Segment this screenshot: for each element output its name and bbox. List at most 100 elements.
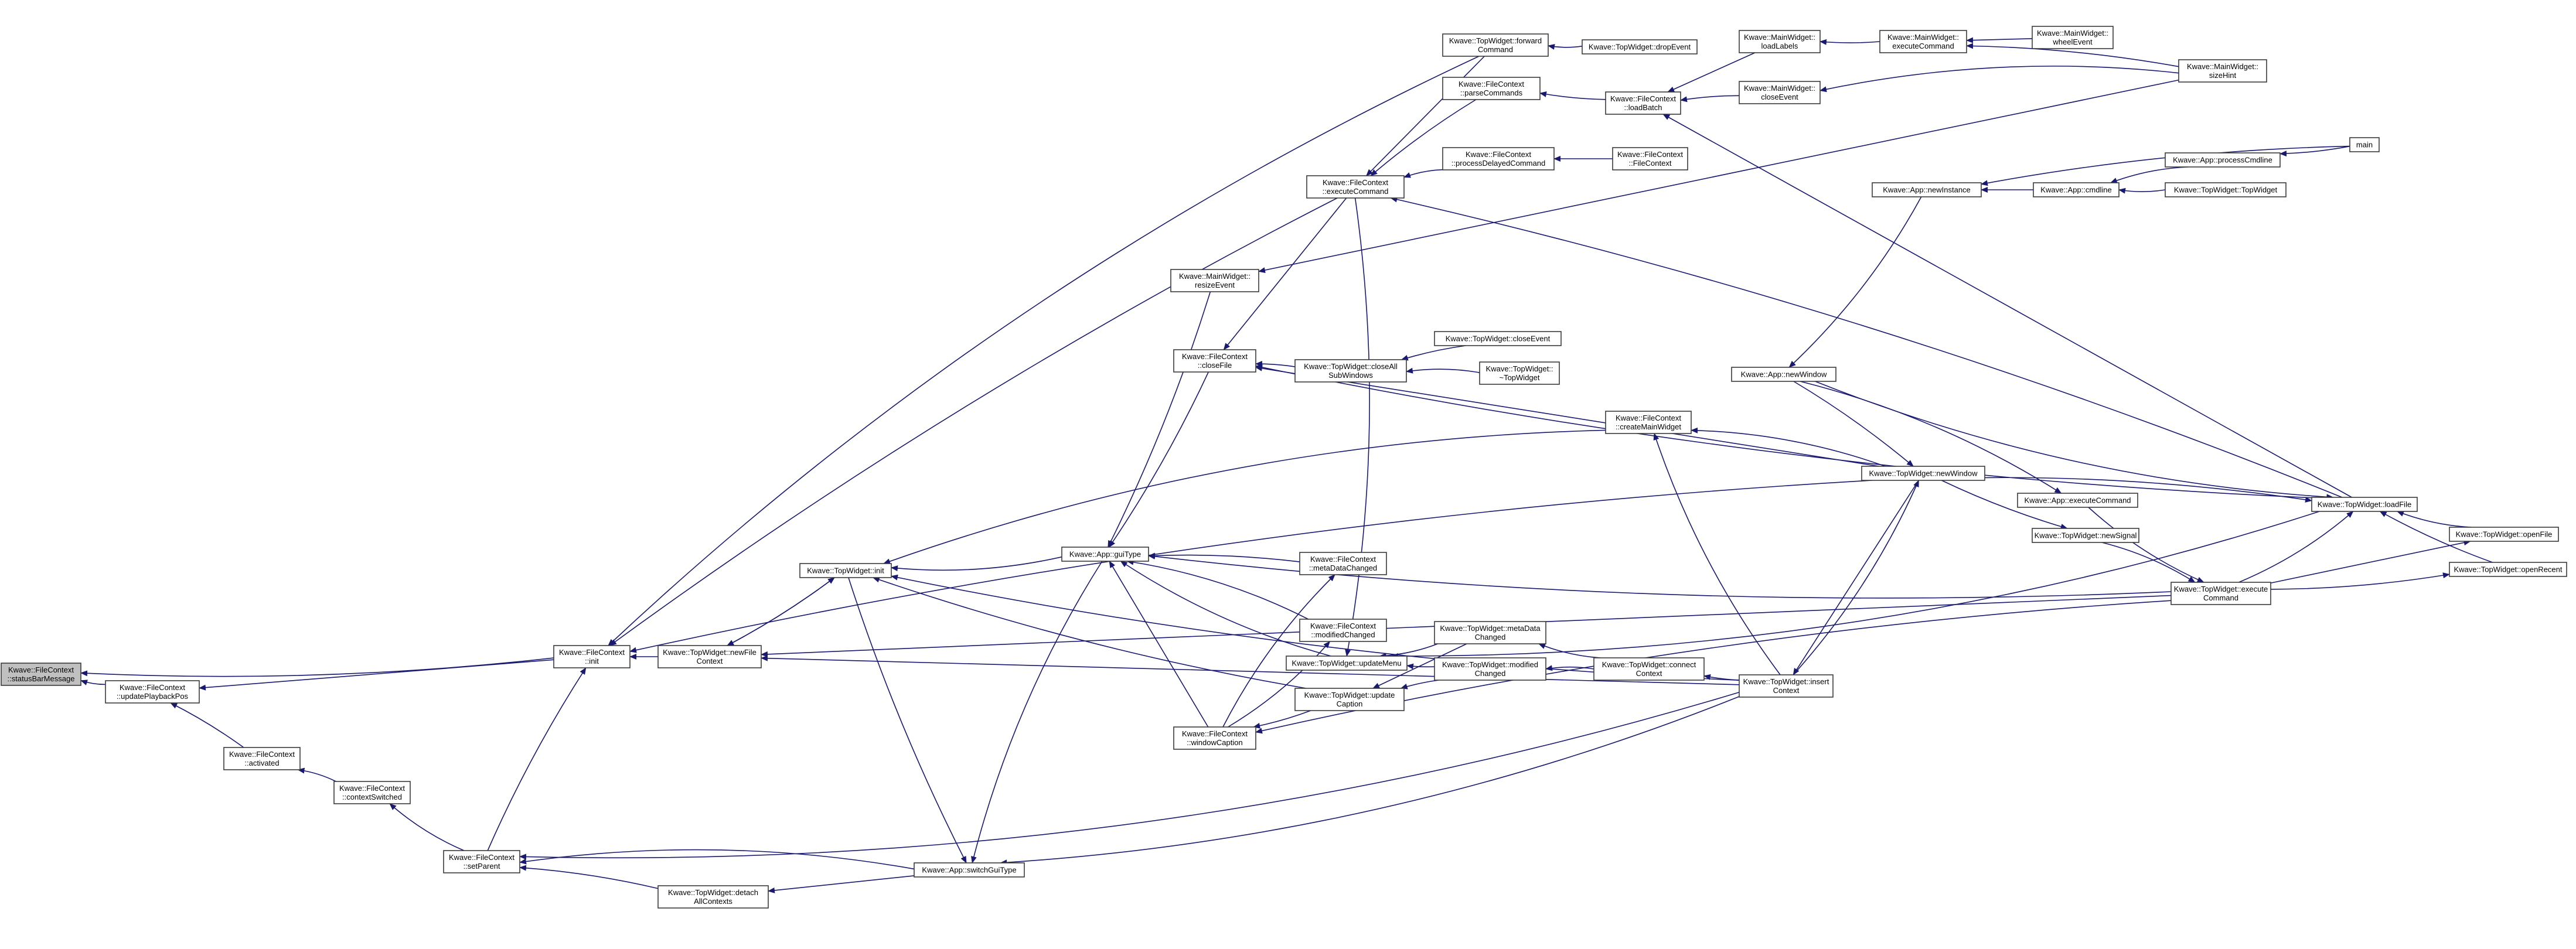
node-label-line: ::statusBarMessage — [8, 674, 75, 683]
node-label-line: Kwave::TopWidget::newWindow — [1869, 469, 1978, 478]
node-app_executeCommand[interactable]: Kwave::App::executeCommand — [2017, 493, 2138, 508]
node-mw_loadLabels[interactable]: Kwave::MainWidget::loadLabels — [1739, 30, 1821, 53]
node-tw_openFile[interactable]: Kwave::TopWidget::openFile — [2449, 527, 2559, 542]
node-fc_processDelayed[interactable]: Kwave::FileContext::processDelayedComman… — [1442, 147, 1555, 170]
node-fc_contextSwitched[interactable]: Kwave::FileContext::contextSwitched — [333, 781, 411, 804]
node-fc_metaDataChanged[interactable]: Kwave::FileContext::metaDataChanged — [1299, 552, 1387, 575]
edge-fc_windowCaption-to-fc_metaDataChanged — [1222, 574, 1335, 728]
node-tw_closeEvent[interactable]: Kwave::TopWidget::closeEvent — [1434, 331, 1562, 346]
node-label-line: Kwave::TopWidget::connect — [1602, 660, 1696, 669]
node-mw_closeEvent[interactable]: Kwave::MainWidget::closeEvent — [1739, 81, 1821, 104]
edge-mw_sizeHint-to-mw_resizeEvent — [1258, 79, 2179, 274]
edge-app_executeCommand-to-tw_executeCommand — [2088, 507, 2204, 583]
node-label-line: wheelEvent — [2052, 37, 2093, 46]
node-updatePlaybackPos[interactable]: Kwave::FileContext::updatePlaybackPos — [105, 680, 200, 704]
node-tw_openRecent[interactable]: Kwave::TopWidget::openRecent — [2449, 562, 2567, 577]
node-label-line: ::processDelayedCommand — [1451, 159, 1545, 168]
edge-tw_loadFile-to-fc_loadBatch — [1662, 114, 2352, 498]
node-box — [2449, 562, 2567, 577]
edge-mw_loadLabels-to-fc_loadBatch — [1667, 52, 1756, 93]
node-label-line: Kwave::FileContext — [229, 750, 295, 759]
edge-tw_newWindow-to-fc_createMainWidget — [1691, 427, 1886, 467]
node-mw_resizeEvent[interactable]: Kwave::MainWidget::resizeEvent — [1170, 269, 1259, 292]
node-label-line: Kwave::MainWidget:: — [1179, 272, 1250, 281]
node-label-line: Kwave::TopWidget::dropEvent — [1589, 43, 1691, 52]
node-fc_closeFile[interactable]: Kwave::FileContext::closeFile — [1173, 349, 1256, 373]
node-mw_wheelEvent[interactable]: Kwave::MainWidget::wheelEvent — [2032, 26, 2114, 49]
node-box — [1861, 466, 1985, 481]
node-fc_executeCommand[interactable]: Kwave::FileContext::executeCommand — [1306, 175, 1405, 199]
node-tw_modifiedChanged[interactable]: Kwave::TopWidget::modifiedChanged — [1434, 657, 1546, 681]
node-label-line: Kwave::FileContext — [1616, 414, 1681, 422]
node-label-line: Context — [697, 657, 723, 665]
edge-tw_openRecent-to-tw_loadFile — [2379, 511, 2493, 563]
node-fc_setParent[interactable]: Kwave::FileContext::setParent — [443, 850, 520, 873]
node-fc_createMainWidget[interactable]: Kwave::FileContext::createMainWidget — [1605, 411, 1692, 434]
edge-tw_metaDataChanged-to-tw_updateCaption — [1372, 643, 1467, 689]
node-app_guiType[interactable]: Kwave::App::guiType — [1061, 547, 1149, 562]
node-app_newInstance[interactable]: Kwave::App::newInstance — [1872, 182, 1982, 197]
node-tw_loadFile[interactable]: Kwave::TopWidget::loadFile — [2311, 497, 2418, 512]
node-label-line: Kwave::MainWidget:: — [1744, 84, 1815, 93]
edge-tw_executeCommand-to-tw_openFile — [2270, 540, 2471, 584]
edge-app_guiType-to-app_switchGuiType — [971, 561, 1103, 863]
node-box — [1434, 621, 1546, 644]
node-app_switchGuiType[interactable]: Kwave::App::switchGuiType — [914, 862, 1025, 878]
edge-tw_insertContext-to-fc_createMainWidget — [1653, 433, 1781, 675]
edge-fc_processDelayed-to-fc_executeCommand — [1403, 169, 1443, 178]
node-box — [1306, 175, 1405, 199]
node-tw_metaDataChanged[interactable]: Kwave::TopWidget::metaDataChanged — [1434, 621, 1546, 644]
node-fc_ctor[interactable]: Kwave::FileContext::FileContext — [1612, 147, 1688, 170]
edge-mw_sizeHint-to-mw_executeCommand — [1966, 43, 2179, 67]
edge-mw_resizeEvent-to-app_guiType — [1108, 291, 1211, 548]
node-tw_init[interactable]: Kwave::TopWidget::init — [799, 563, 892, 578]
node-tw_dtor[interactable]: Kwave::TopWidget::~TopWidget — [1479, 361, 1560, 385]
node-app_cmdline[interactable]: Kwave::App::cmdline — [2033, 182, 2120, 197]
node-fc_init[interactable]: Kwave::FileContext::init — [553, 645, 631, 668]
node-tw_updateMenu[interactable]: Kwave::TopWidget::updateMenu — [1286, 656, 1408, 671]
node-tw_newSignal[interactable]: Kwave::TopWidget::newSignal — [2032, 528, 2139, 543]
node-fc_windowCaption[interactable]: Kwave::FileContext::windowCaption — [1173, 726, 1256, 750]
node-box — [1173, 726, 1256, 750]
edge-fc_windowCaption-to-app_guiType — [1109, 561, 1209, 728]
node-label-line: Context — [1636, 669, 1662, 678]
node-tw_ctor[interactable]: Kwave::TopWidget::TopWidget — [2165, 182, 2287, 197]
node-box — [1872, 182, 1982, 197]
node-tw_newWindow[interactable]: Kwave::TopWidget::newWindow — [1861, 466, 1985, 481]
node-box — [1294, 359, 1407, 383]
edge-app_newWindow-to-app_executeCommand — [1800, 381, 2062, 494]
node-box — [1582, 39, 1698, 54]
node-mw_sizeHint[interactable]: Kwave::MainWidget::sizeHint — [2178, 59, 2267, 83]
node-label-line: Kwave::TopWidget:: — [1486, 364, 1553, 373]
node-box — [2178, 59, 2267, 83]
node-mw_executeCommand[interactable]: Kwave::MainWidget::executeCommand — [1879, 30, 1967, 53]
node-box — [1879, 30, 1967, 53]
node-fc_modifiedChanged[interactable]: Kwave::FileContext::modifiedChanged — [1299, 619, 1387, 642]
node-statusBarMessage[interactable]: Kwave::FileContext::statusBarMessage — [1, 663, 81, 686]
node-box — [657, 885, 769, 909]
node-box — [553, 645, 631, 668]
node-fc_activated[interactable]: Kwave::FileContext::activated — [223, 747, 301, 770]
node-tw_executeCommand[interactable]: Kwave::TopWidget::executeCommand — [2170, 582, 2271, 605]
node-main[interactable]: main — [2349, 137, 2380, 152]
node-tw_dropEvent[interactable]: Kwave::TopWidget::dropEvent — [1582, 39, 1698, 54]
node-app_newWindow[interactable]: Kwave::App::newWindow — [1731, 367, 1836, 382]
node-label-line: Kwave::FileContext — [1617, 150, 1683, 159]
node-app_processCmdline[interactable]: Kwave::App::processCmdline — [2165, 152, 2281, 168]
node-fc_parseCommands[interactable]: Kwave::FileContext::parseCommands — [1442, 77, 1541, 100]
node-label-line: SubWindows — [1328, 371, 1373, 380]
node-label-line: Kwave::TopWidget::closeEvent — [1446, 334, 1551, 343]
node-box — [1739, 674, 1834, 698]
edge-app_guiType-to-tw_init — [891, 556, 1062, 572]
edge-tw_dtor-to-tw_closeAllSub — [1406, 367, 1480, 374]
edge-fc_executeCommand-to-tw_updateMenu — [1345, 197, 1370, 657]
node-fc_loadBatch[interactable]: Kwave::FileContext::loadBatch — [1605, 91, 1681, 115]
edge-tw_closeEvent-to-tw_closeAllSub — [1401, 345, 1466, 361]
